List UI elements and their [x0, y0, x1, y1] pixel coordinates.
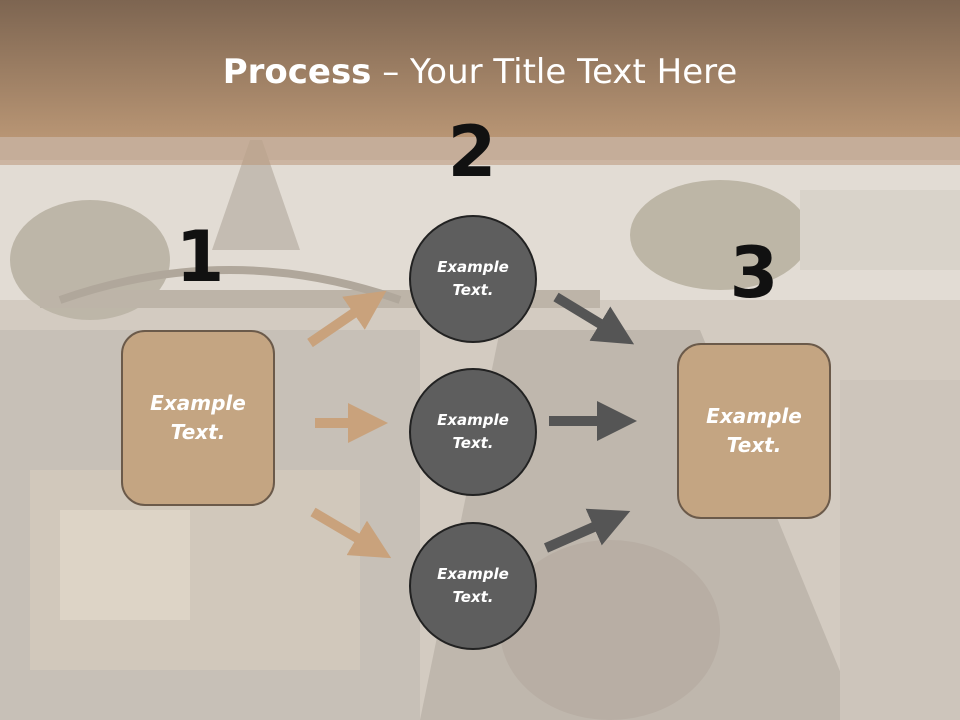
circle-top-text: Example Text.: [437, 258, 509, 299]
title-banner: [0, 0, 960, 137]
step-2-circle-bottom: Example Text.: [409, 522, 537, 650]
slide-title: Process – Your Title Text Here: [0, 52, 960, 92]
step-1-box: Example Text.: [121, 330, 275, 506]
step-3-text: Example Text.: [706, 404, 802, 457]
step-2-circle-middle: Example Text.: [409, 368, 537, 496]
step-3-box: Example Text.: [677, 343, 831, 519]
step-number-3: 3: [729, 232, 779, 314]
step-number-2: 2: [447, 111, 497, 193]
title-banner-fade: [0, 137, 960, 165]
arrow-bottom-to-3: [543, 508, 631, 553]
step-1-text: Example Text.: [150, 391, 246, 444]
step-2-circle-top: Example Text.: [409, 215, 537, 343]
arrow-top-to-3: [553, 292, 635, 345]
title-bold: Process: [222, 52, 372, 92]
circle-middle-text: Example Text.: [437, 411, 509, 452]
title-rest: – Your Title Text Here: [371, 52, 738, 92]
circle-bottom-text: Example Text.: [437, 565, 509, 606]
step-number-1: 1: [175, 216, 225, 298]
arrow-1-to-top: [307, 290, 387, 348]
arrow-1-to-bottom: [310, 507, 392, 559]
